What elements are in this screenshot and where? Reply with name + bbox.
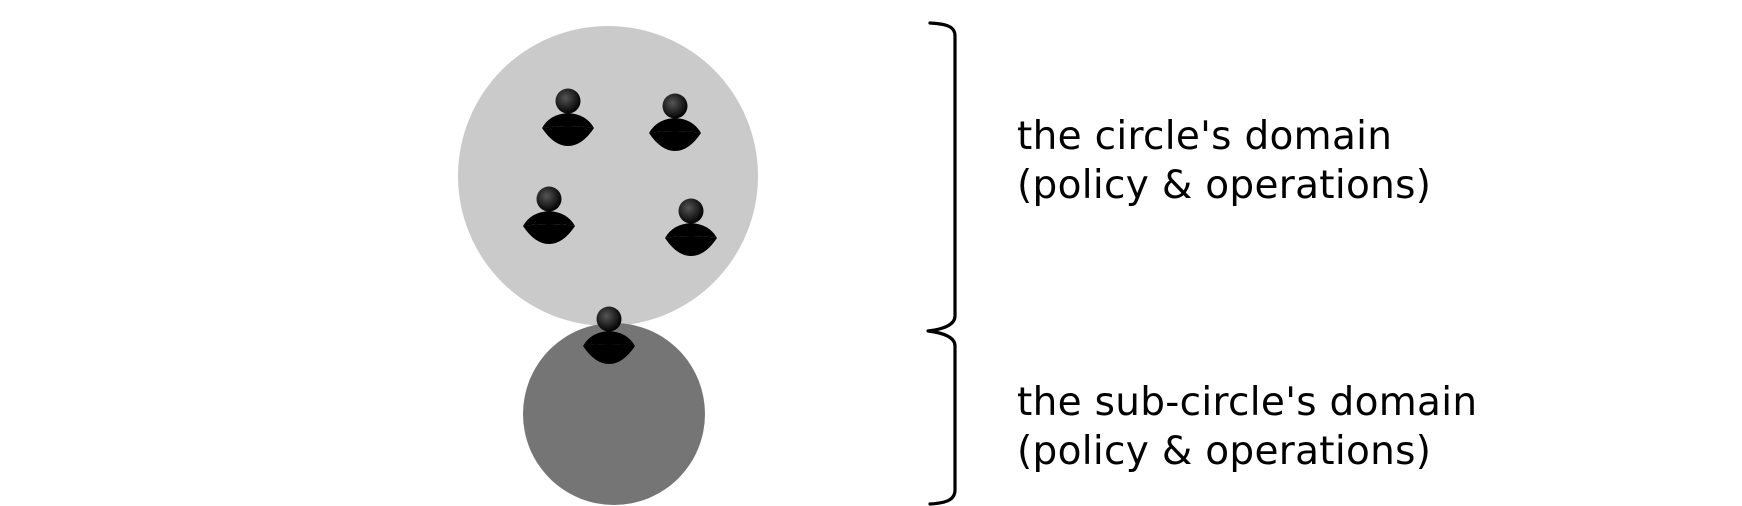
sub-circle-shape [523,323,705,505]
circle-domain-scope: (policy & operations) [1017,163,1432,208]
circle-shape [458,26,758,326]
circle-domain-title: the circle's domain [1017,114,1393,159]
sub-circle-domain-label: the sub-circle's domain (policy & operat… [1017,378,1477,476]
circle-domain-label: the circle's domain (policy & operations… [1017,112,1431,210]
curly-brace-icon [926,21,957,506]
sub-circle-domain-scope: (policy & operations) [1017,429,1432,474]
sub-circle-domain-title: the sub-circle's domain [1017,380,1478,425]
